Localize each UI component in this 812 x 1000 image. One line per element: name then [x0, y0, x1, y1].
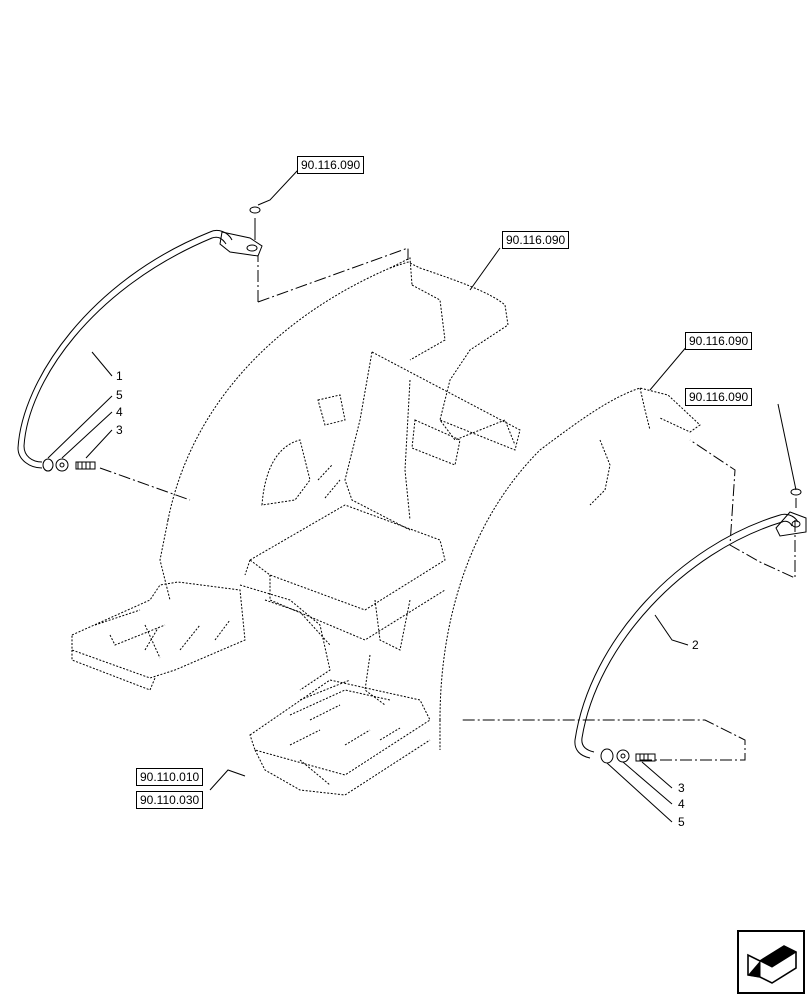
right-grab-handle — [574, 511, 807, 759]
next-page-arrow-icon[interactable] — [737, 930, 805, 994]
ref-frame-top[interactable]: 90.116.090 — [502, 231, 570, 249]
ref-platform-2[interactable]: 90.110.030 — [136, 791, 204, 809]
left-grab-handle — [17, 229, 263, 469]
centre-lines — [99, 247, 796, 761]
fender-frame-assembly — [71, 257, 701, 796]
callout-right-4: 4 — [678, 797, 685, 811]
callout-left-3: 3 — [116, 423, 123, 437]
right-hardware — [600, 488, 802, 764]
frame-slots — [144, 464, 401, 746]
callout-right-3: 3 — [678, 781, 685, 795]
ref-top-left-bolt[interactable]: 90.116.090 — [297, 156, 365, 174]
ref-right-bolt[interactable]: 90.116.090 — [685, 388, 753, 406]
callout-right-5: 5 — [678, 815, 685, 829]
callout-left-4: 4 — [116, 405, 123, 419]
callout-left-5: 5 — [116, 388, 123, 402]
leader-lines — [47, 169, 797, 823]
callout-left-handle: 1 — [116, 369, 123, 383]
ref-platform-1[interactable]: 90.110.010 — [136, 768, 204, 786]
ref-right-fender[interactable]: 90.116.090 — [685, 332, 753, 350]
left-hardware — [42, 206, 261, 472]
callout-right-handle: 2 — [692, 638, 699, 652]
